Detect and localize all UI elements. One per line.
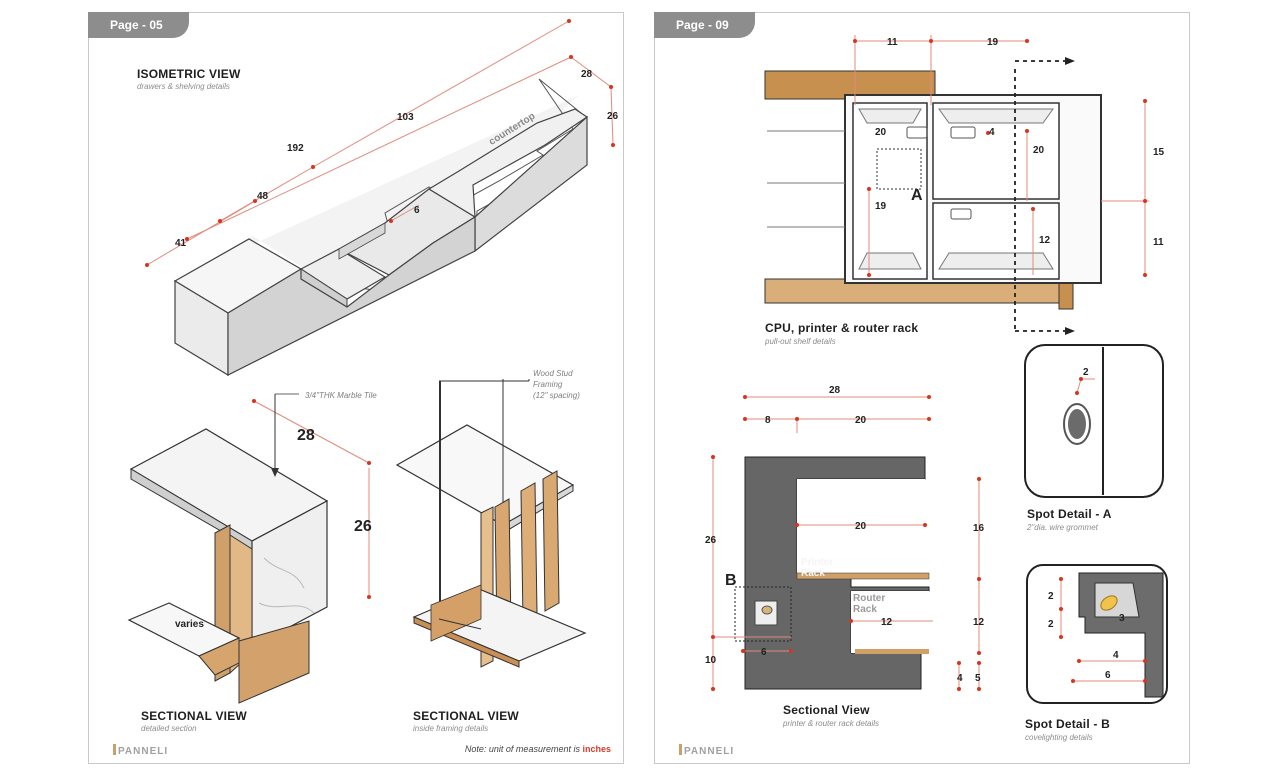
sec-dim-4: 4 bbox=[957, 673, 963, 684]
spot-b-dim-3: 3 bbox=[1119, 613, 1125, 624]
dim-28: 28 bbox=[581, 69, 593, 80]
rack-dim-19: 19 bbox=[987, 37, 999, 48]
dim-48: 48 bbox=[257, 191, 269, 202]
isometric-view-title: ISOMETRIC VIEW bbox=[137, 67, 241, 81]
cpu-rack-drawing: 11 19 20 20 4 19 12 15 11 A bbox=[764, 35, 1165, 335]
sec-dim-28: 28 bbox=[829, 385, 841, 396]
spot-b-dim-2b: 2 bbox=[1048, 619, 1054, 630]
rack-dim-20b: 20 bbox=[1033, 145, 1045, 156]
rack-dim-19b: 19 bbox=[875, 201, 887, 212]
rack-dim-11: 11 bbox=[887, 37, 898, 48]
spot-b-dim-6: 6 bbox=[1105, 670, 1111, 681]
page-tab: Page - 05 bbox=[88, 12, 189, 38]
spot-detail-a-drawing: 2 bbox=[1024, 344, 1164, 498]
left-drawings: countertop 103 192 48 41 6 28 26 bbox=[127, 19, 619, 704]
router-rack-label: Router Rack bbox=[853, 593, 886, 615]
sec-dim-26: 26 bbox=[705, 535, 717, 546]
right-drawings: 11 19 20 20 4 19 12 15 11 A bbox=[705, 35, 1168, 704]
sec-dim-12-inner: 12 bbox=[881, 617, 893, 628]
marble-tile-note: 3/4"THK Marble Tile bbox=[305, 391, 377, 400]
spot-detail-a-title: Spot Detail - A bbox=[1027, 507, 1112, 521]
sec-dim-20-inner: 20 bbox=[855, 521, 867, 532]
rack-dim-11b: 11 bbox=[1153, 237, 1164, 248]
rack-dim-20a: 20 bbox=[875, 127, 887, 138]
panneli-logo: PANNELI bbox=[103, 744, 168, 757]
sectional-view-drawing: 28 8 20 20 26 16 12 12 10 6 4 5 B bbox=[705, 385, 985, 691]
rack-dim-12: 12 bbox=[1039, 235, 1051, 246]
sectional-view-1-drawing: 28 26 varies bbox=[127, 393, 372, 704]
spot-b-dim-4: 4 bbox=[1113, 650, 1119, 661]
panneli-logo: PANNELI bbox=[669, 744, 734, 757]
spot-b-marker: B bbox=[725, 572, 737, 589]
spot-detail-b-drawing: 2 2 3 4 6 bbox=[1026, 564, 1168, 704]
wood-stud-note-1: Wood Stud bbox=[533, 369, 573, 378]
spot-b-dim-2a: 2 bbox=[1048, 591, 1054, 602]
sec-dim-6: 6 bbox=[761, 647, 767, 658]
wood-stud-note-3: (12" spacing) bbox=[533, 391, 580, 400]
sec-dim-10: 10 bbox=[705, 655, 717, 666]
spot-detail-b-title: Spot Detail - B bbox=[1025, 717, 1111, 731]
sectional-view-subtitle: printer & router rack details bbox=[783, 719, 880, 728]
spot-detail-b-subtitle: covelighting details bbox=[1025, 733, 1093, 742]
sec-dim-16: 16 bbox=[973, 523, 985, 534]
sectional-view-1-title: SECTIONAL VIEW bbox=[141, 709, 247, 723]
spot-detail-a-subtitle: 2"dia. wire grommet bbox=[1027, 523, 1098, 532]
dim-103: 103 bbox=[397, 112, 414, 123]
sec-dim-20: 20 bbox=[855, 415, 867, 426]
dim-41: 41 bbox=[175, 238, 187, 249]
cpu-rack-title: CPU, printer & router rack bbox=[765, 321, 919, 335]
sec-dim-8: 8 bbox=[765, 415, 771, 426]
sectional-view-2-drawing bbox=[395, 379, 587, 668]
unit-note: Note: unit of measurement is inches bbox=[464, 744, 611, 754]
spot-a-dim-2: 2 bbox=[1083, 367, 1089, 378]
dim-6: 6 bbox=[414, 205, 420, 216]
isometric-view-subtitle: drawers & shelving details bbox=[137, 82, 230, 91]
spot-a-marker: A bbox=[911, 187, 923, 204]
cpu-rack-subtitle: pull-out shelf details bbox=[765, 337, 836, 346]
dim-26: 26 bbox=[607, 111, 619, 122]
sec1-varies-label: varies bbox=[175, 619, 204, 630]
wood-stud-note-2: Framing bbox=[533, 380, 563, 389]
dim-192: 192 bbox=[287, 143, 304, 154]
page-05: Page - 05 ISOMETRIC VIEW drawers & shelv… bbox=[88, 12, 624, 764]
sectional-view-2-title: SECTIONAL VIEW bbox=[413, 709, 519, 723]
sec-dim-12: 12 bbox=[973, 617, 985, 628]
sectional-view-2-subtitle: inside framing details bbox=[413, 724, 489, 733]
page-09: Page - 09 bbox=[654, 12, 1190, 764]
rack-dim-15: 15 bbox=[1153, 147, 1165, 158]
sec-dim-5: 5 bbox=[975, 673, 981, 684]
sec1-dim-26: 26 bbox=[354, 518, 372, 535]
sectional-view-title: Sectional View bbox=[783, 703, 870, 717]
sec1-dim-28: 28 bbox=[297, 427, 315, 444]
sectional-view-1-subtitle: detailed section bbox=[141, 724, 197, 733]
page-tab: Page - 09 bbox=[654, 12, 755, 38]
printer-rack-label: Printer Rack bbox=[801, 557, 834, 579]
isometric-countertop-drawing: countertop 103 192 48 41 6 28 26 bbox=[145, 19, 619, 377]
rack-dim-4: 4 bbox=[989, 127, 995, 138]
